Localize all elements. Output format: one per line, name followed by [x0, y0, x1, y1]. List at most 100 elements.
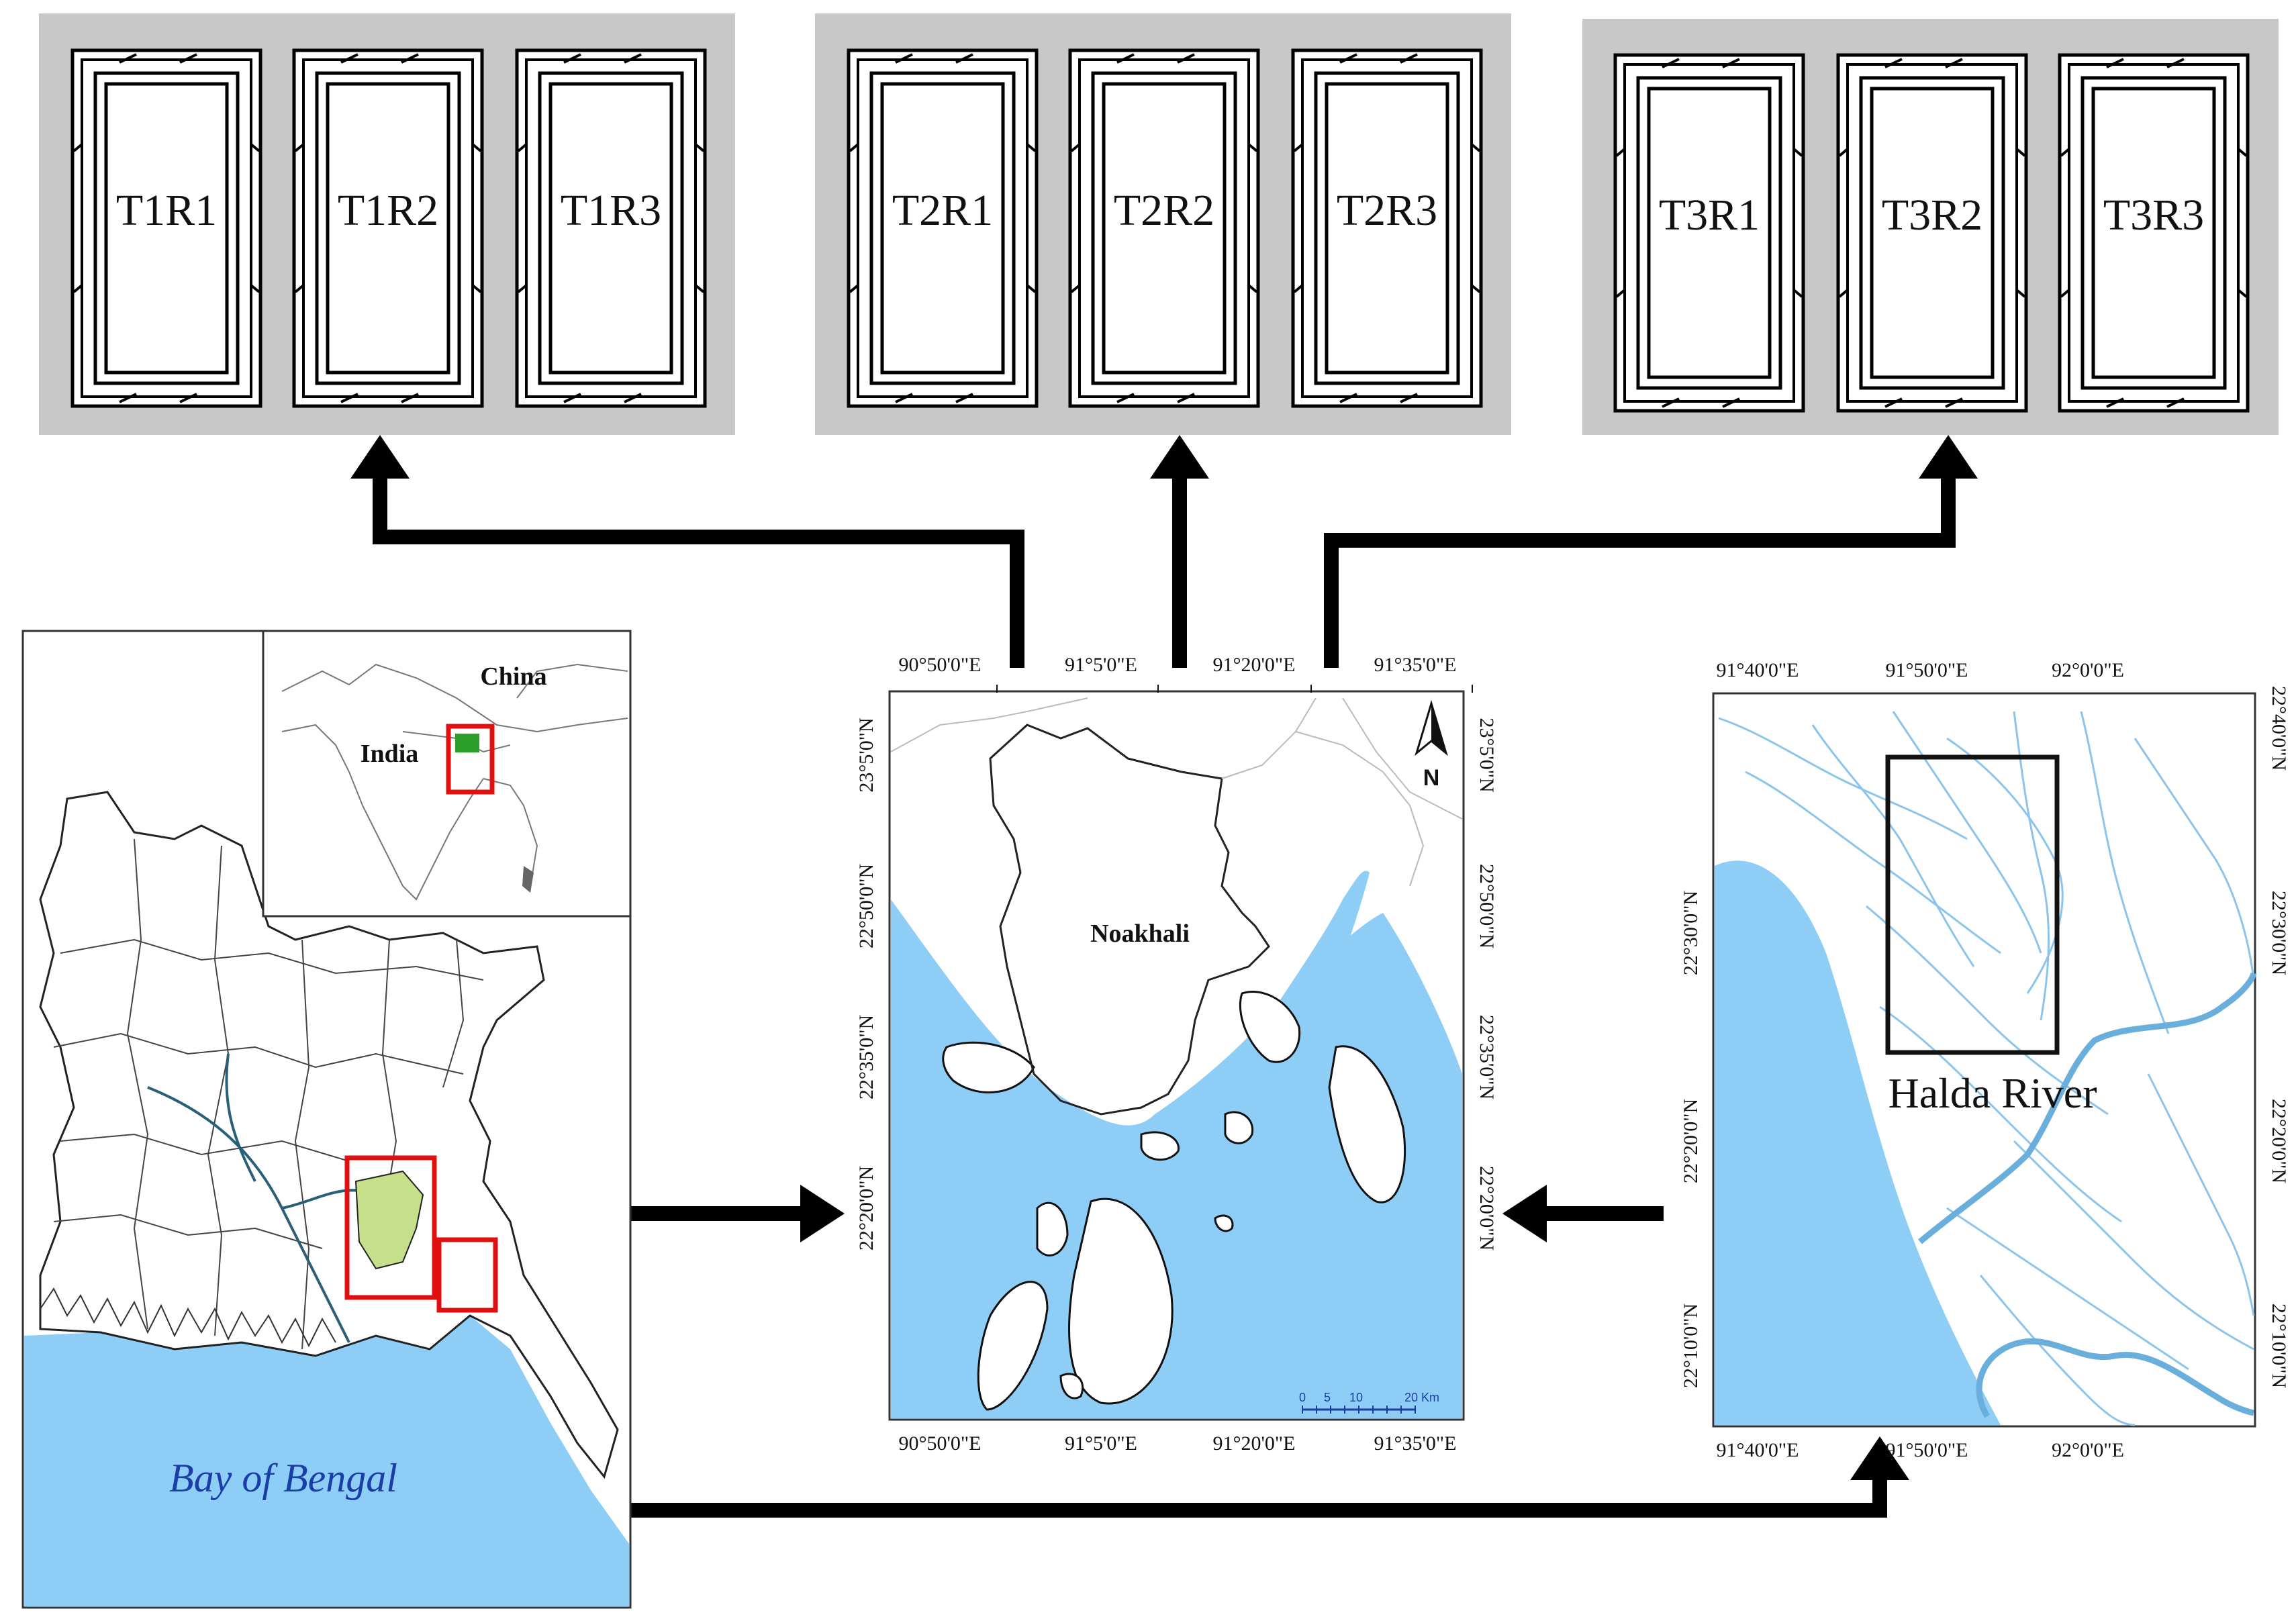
plot-t3r3: T3R3 — [2058, 53, 2250, 413]
scale-bar: 0 5 10 20 Km — [1299, 1391, 1439, 1414]
coastal-river-bend — [1976, 1338, 2254, 1418]
arrowhead-halda — [1850, 1436, 1909, 1480]
halda-lat-tick-right: 22°20'0"N — [2268, 1099, 2290, 1183]
scale-bar-label-0: 0 — [1299, 1391, 1306, 1404]
treatment-panels: T1R1 T1R2 T1R3 T2R1 T2R2 T2R3 T3R1 T3R2 T3R3 — [39, 13, 2279, 435]
plot-label: T1R3 — [561, 186, 661, 235]
plot-t2r2: T2R2 — [1068, 48, 1260, 408]
bay-of-bengal-label: Bay of Bengal — [169, 1456, 397, 1500]
plot-label: T3R1 — [1659, 191, 1760, 240]
halda-sea-water — [1715, 860, 2001, 1425]
halda-stream-network — [1718, 711, 2255, 1426]
noakhali-lat-tick-left: 22°50'0"N — [855, 864, 877, 948]
arrow-to-t3 — [1324, 473, 1956, 668]
island — [977, 1281, 1049, 1411]
halda-lat-tick-left: 22°30'0"N — [1680, 891, 1702, 975]
noakhali-lon-tick-top: 91°5'0"E — [1065, 654, 1137, 676]
noakhali-lon-tick-top: 90°50'0"E — [899, 654, 982, 676]
plot-label: T3R2 — [1882, 191, 1982, 240]
noakhali-lon-tick-bottom: 91°20'0"E — [1213, 1432, 1296, 1455]
halda-study-area-box — [1885, 754, 2060, 1055]
halda-lat-tick-left: 22°20'0"N — [1680, 1099, 1702, 1183]
halda-lon-tick-top: 91°50'0"E — [1886, 659, 1968, 681]
island — [1239, 990, 1301, 1063]
halda-lon-tick-bottom: 91°40'0"E — [1717, 1439, 1799, 1461]
noakhali-lat-tick-left: 23°5'0"N — [855, 718, 877, 792]
noakhali-lat-tick-left: 22°35'0"N — [855, 1015, 877, 1099]
noakhali-highlight-box — [344, 1155, 437, 1300]
plot-t1r3: T1R3 — [515, 48, 707, 408]
noakhali-lat-tick-right: 23°5'0"N — [1476, 718, 1498, 792]
plot-label: T2R3 — [1337, 186, 1437, 235]
inset-borders — [281, 663, 628, 901]
noakhali-admin-lines — [890, 697, 1463, 887]
noakhali-lat-tick-right: 22°35'0"N — [1476, 1015, 1498, 1099]
noakhali-lon-tick-top: 91°35'0"E — [1374, 654, 1457, 676]
scale-bar-label-5: 5 — [1324, 1391, 1331, 1404]
noakhali-lon-tick-bottom: 91°35'0"E — [1374, 1432, 1457, 1455]
island — [1140, 1131, 1180, 1161]
plot-t1r2: T1R2 — [292, 48, 484, 408]
island — [1036, 1201, 1069, 1257]
plot-label: T1R1 — [116, 186, 217, 235]
plot-t1r1: T1R1 — [70, 48, 262, 408]
bay-of-bengal-water — [24, 1316, 629, 1606]
plot-t2r1: T2R1 — [847, 48, 1039, 408]
noakhali-lon-tick-top: 91°20'0"E — [1213, 654, 1296, 676]
noakhali-lat-tick-left: 22°20'0"N — [855, 1166, 877, 1250]
halda-lat-tick-right: 22°10'0"N — [2268, 1304, 2290, 1388]
inset-sri-lanka — [522, 866, 534, 893]
plot-label: T3R3 — [2103, 191, 2204, 240]
halda-lat-tick-left: 22°10'0"N — [1680, 1304, 1702, 1388]
halda-lat-tick-right: 22°40'0"N — [2268, 686, 2290, 771]
arrowhead-t3 — [1919, 435, 1978, 479]
halda-river-map: Halda River 91°40'0"E91°40'0"E91°50'0"E9… — [1680, 659, 2290, 1461]
inset-bangladesh-marker — [455, 734, 479, 752]
scale-bar-label-20km: 20 Km — [1404, 1391, 1439, 1404]
plot-t3r2: T3R2 — [1836, 53, 2028, 413]
arrowhead-noakhali-left — [800, 1185, 845, 1242]
plot-label: T1R2 — [338, 186, 438, 235]
karnaphuli-river — [1918, 972, 2257, 1244]
halda-lon-tick-bottom: 91°50'0"E — [1886, 1439, 1968, 1461]
inset-highlight-box — [446, 724, 495, 795]
bangladesh-map: Bay of Bengal China India — [21, 630, 632, 1609]
halda-lon-tick-bottom: 92°0'0"E — [2052, 1439, 2124, 1461]
halda-lon-tick-top: 92°0'0"E — [2052, 659, 2124, 681]
chittagong-highlight-box — [436, 1237, 498, 1313]
island — [1068, 1197, 1174, 1405]
plot-label: T2R1 — [892, 186, 993, 235]
island — [1328, 1045, 1406, 1203]
arrowhead-noakhali-right — [1502, 1185, 1547, 1242]
halda-graticule: 91°40'0"E 91°40'0"E 91°50'0"E 91°50'0"E 92°0… — [1680, 659, 2290, 1461]
coastal-delta — [40, 1287, 336, 1348]
plot-t2r3: T2R3 — [1291, 48, 1483, 408]
plot-t3r1: T3R1 — [1613, 53, 1805, 413]
north-arrow: N — [1415, 699, 1448, 791]
island — [1214, 1214, 1234, 1232]
halda-river-label: Halda River — [1888, 1069, 2097, 1117]
bangladesh-outline — [39, 791, 619, 1479]
noakhali-label: Noakhali — [1090, 920, 1190, 948]
halda-lon-tick-top: 91°40'0"E — [1717, 659, 1799, 681]
north-arrow-label: N — [1423, 765, 1440, 791]
inset-label-china: China — [480, 662, 546, 691]
noakhali-graticule: 90°50'0"E90°50'0"E91°5'0"E91°5'0"E91°20'… — [855, 654, 1498, 1455]
arrow-to-t1 — [373, 473, 1024, 668]
arrow-heads — [350, 435, 1978, 1480]
island — [942, 1041, 1035, 1093]
scale-bar-label-10: 10 — [1349, 1391, 1363, 1404]
noakhali-district — [354, 1170, 424, 1270]
island — [1059, 1373, 1084, 1399]
plot-label: T2R2 — [1114, 186, 1214, 235]
noakhali-lat-tick-right: 22°20'0"N — [1476, 1166, 1498, 1250]
arrowhead-t2 — [1150, 435, 1209, 479]
district-boundaries — [53, 838, 484, 1350]
halda-lat-tick-right: 22°30'0"N — [2268, 891, 2290, 975]
arrowhead-t1 — [350, 435, 410, 479]
noakhali-lat-tick-right: 22°50'0"N — [1476, 864, 1498, 948]
noakhali-islands — [942, 990, 1406, 1411]
noakhali-lon-tick-bottom: 90°50'0"E — [899, 1432, 982, 1455]
noakhali-district-outline — [989, 724, 1270, 1116]
